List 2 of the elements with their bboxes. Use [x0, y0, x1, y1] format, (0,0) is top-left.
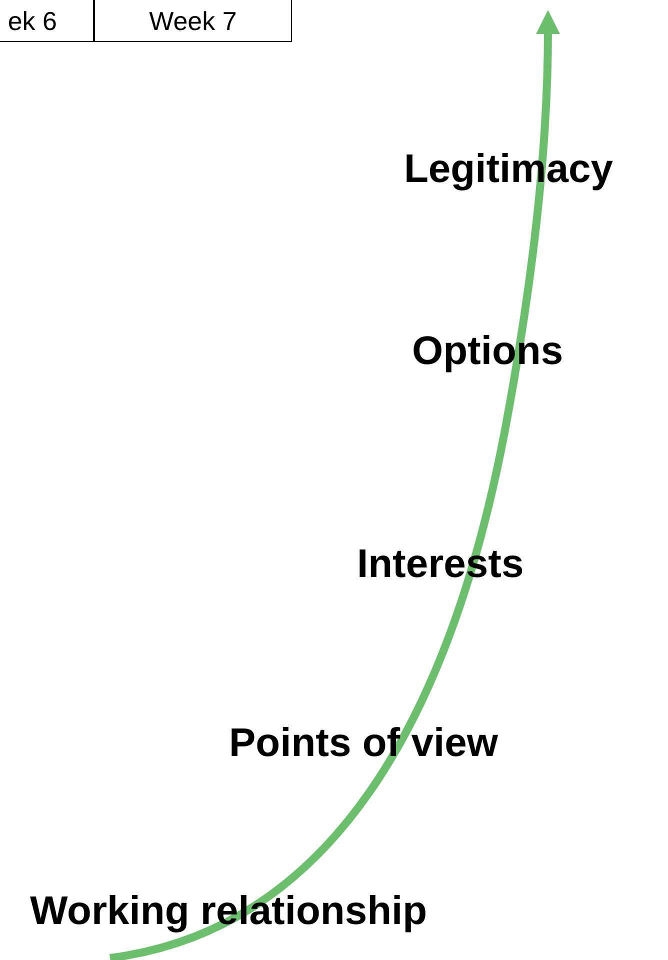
table-cell: Week 7 [94, 0, 292, 42]
table-cell: ek 6 [0, 0, 94, 42]
